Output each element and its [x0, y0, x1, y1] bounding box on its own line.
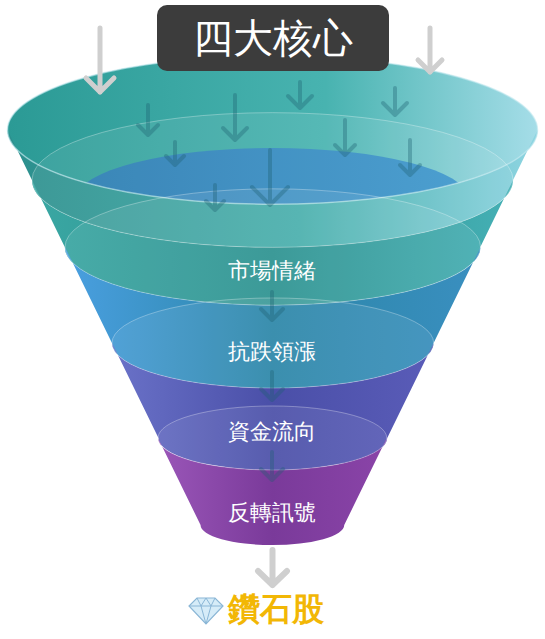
diagram-title: 四大核心	[157, 5, 389, 71]
falling-arrow	[418, 28, 442, 72]
inner-arrow	[252, 150, 288, 205]
output-label: 鑽石股	[228, 590, 324, 628]
inner-arrow	[223, 95, 247, 140]
band-rim	[158, 406, 387, 470]
falling-arrows	[86, 28, 442, 92]
inner-arrow	[166, 142, 184, 165]
inner-arrow	[288, 82, 312, 108]
inner-arrows	[138, 82, 420, 480]
diamond-icon	[189, 598, 223, 624]
inner-arrow	[383, 88, 407, 115]
band-label: 反轉訊號	[158, 498, 387, 528]
inner-arrow	[261, 292, 283, 320]
falling-arrow	[86, 28, 114, 92]
band-rim	[65, 189, 481, 305]
output-arrow	[258, 550, 287, 585]
inner-arrow	[261, 452, 283, 480]
inner-arrow	[335, 120, 355, 155]
inner-arrow	[206, 185, 224, 210]
inner-arrow	[400, 140, 420, 175]
band-outline	[158, 438, 387, 545]
title-box	[157, 5, 389, 71]
inner-arrow	[138, 105, 158, 135]
inner-arrow	[261, 372, 283, 400]
band-rim	[112, 298, 434, 388]
diamond-shape	[189, 598, 223, 624]
diamond-facets	[189, 598, 223, 624]
funnel-band: 反轉訊號	[158, 438, 387, 545]
